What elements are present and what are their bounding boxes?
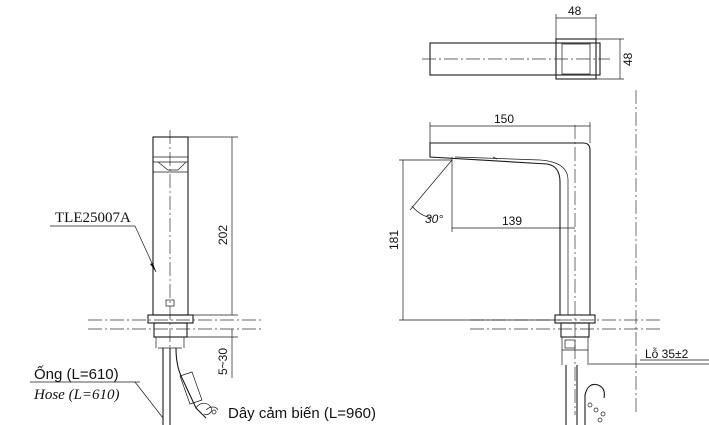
- top-height-dim-text: 48: [621, 52, 635, 66]
- side-spout-dim-text: 139: [502, 214, 522, 228]
- top-view: 48 48: [422, 4, 635, 80]
- side-view: 150 139 181 30° Lỗ 35±2: [387, 90, 709, 425]
- front-height-dim-text: 202: [216, 225, 230, 245]
- side-reach-dim-text: 150: [494, 112, 514, 126]
- front-range-dim-text: 5~30: [216, 348, 230, 375]
- angle-arc: [411, 205, 433, 219]
- front-view-base: [147, 314, 194, 324]
- hose-leader-line: [134, 381, 164, 419]
- angle-leader-line: [409, 159, 453, 211]
- side-sensor-cable: [584, 383, 605, 425]
- front-view-body: [152, 136, 189, 316]
- top-width-dim-text: 48: [568, 4, 582, 18]
- hole-label: Lỗ 35±2: [645, 346, 689, 361]
- side-height-dim-text: 181: [387, 230, 401, 250]
- front-sensor-cable: [175, 347, 207, 419]
- side-view-spout: [429, 142, 591, 316]
- angle-value-text: 30°: [425, 212, 443, 226]
- front-view: 202 5~30 TLE25007A Ống (L=610) Hose (L=6…: [30, 130, 376, 425]
- hose-label: Ống (L=610): [34, 365, 119, 383]
- sensor-cable-label: Dây cảm biến (L=960): [228, 405, 376, 422]
- model-label: TLE25007A: [55, 210, 131, 226]
- hose-label-en: Hose (L=610): [33, 387, 120, 403]
